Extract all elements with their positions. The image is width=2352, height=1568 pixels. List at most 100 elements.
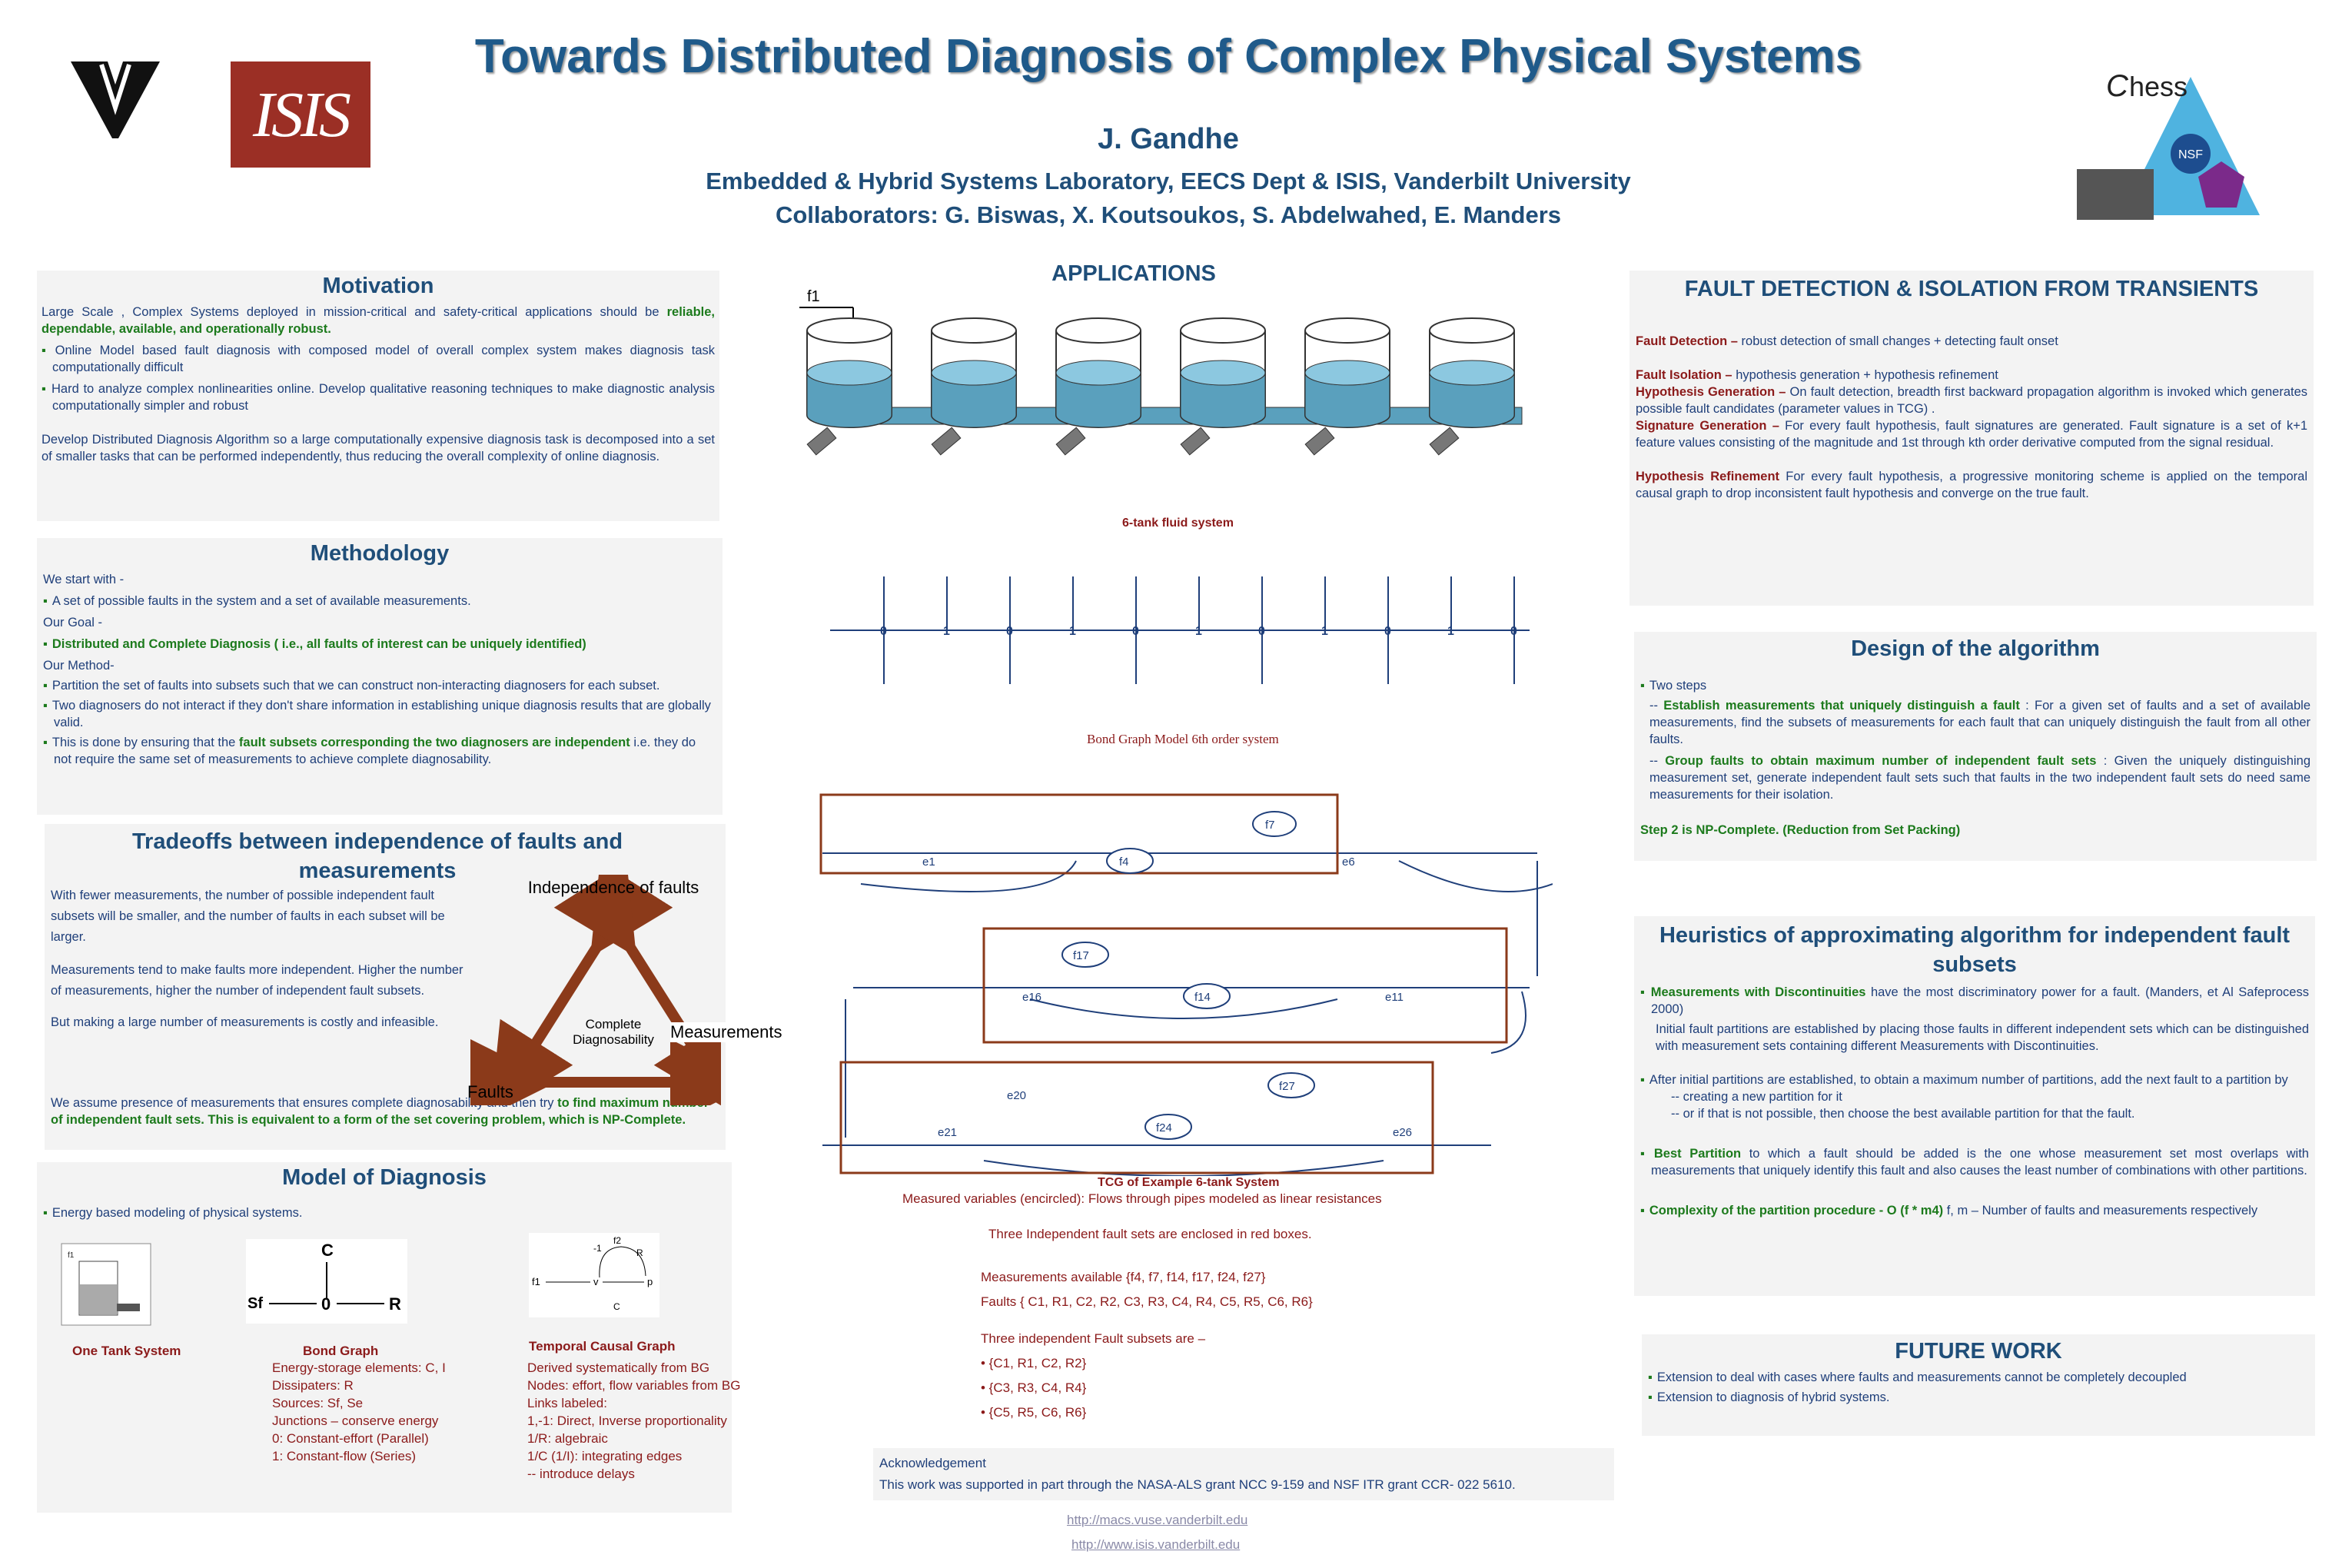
tradeoff-triangle: Independence of faults Faults Complete D… [467,875,721,1105]
svg-text:0: 0 [321,1294,331,1314]
design-bullet-1: Two steps [1640,677,2310,694]
design-step-2: -- Group faults to obtain maximum number… [1649,754,2310,802]
svg-text:p: p [647,1276,653,1287]
svg-text:e1: e1 [922,855,935,869]
motivation-bullet-2: Hard to analyze complex nonlinearities o… [42,380,715,414]
ack-text: This work was supported in part through … [879,1477,1516,1492]
methodology-bullet-4: Two diagnosers do not interact if they d… [43,697,716,731]
tcg-figure: f1 v p f2 -1 R C [529,1233,659,1317]
methodology-bullet-2: Distributed and Complete Diagnosis ( i.e… [43,636,716,653]
methodology-l1: We start with - [43,573,125,586]
svg-text:R: R [389,1294,401,1314]
svg-text:0: 0 [1384,625,1391,638]
motivation-p2: Develop Distributed Diagnosis Algorithm … [42,433,715,463]
model-title: Model of Diagnosis [282,1165,487,1190]
heuristics-b1-detail: Initial fault partitions are established… [1656,1022,2309,1053]
model-bullet-1: Energy based modeling of physical system… [43,1204,726,1221]
six-tank-figure: f1 [799,288,1523,456]
svg-text:0: 0 [1006,625,1013,638]
link-isis[interactable]: http://www.isis.vanderbilt.edu [1071,1537,1241,1552]
subset-2: • {C3, R3, C4, R4} [981,1380,1087,1395]
subset-1: • {C1, R1, C2, R2} [981,1356,1087,1370]
svg-text:f1: f1 [532,1276,540,1287]
motivation-p1: Large Scale , Complex Systems deployed i… [42,305,667,319]
triangle-center-label-2: Diagnosability [573,1032,654,1047]
svg-text:e21: e21 [938,1126,957,1139]
future-title: FUTURE WORK [1895,1339,2062,1364]
methodology-title: Methodology [310,541,450,566]
future-bullet-2: Extension to diagnosis of hybrid systems… [1648,1389,2309,1406]
affiliation: Embedded & Hybrid Systems Laboratory, EE… [706,168,1631,194]
fdi-panel: FAULT DETECTION & ISOLATION FROM TRANSIE… [1629,271,2314,606]
fdi-sig-gen: Signature Generation – For every fault h… [1636,419,2308,450]
svg-text:f4: f4 [1119,855,1129,869]
fdi-hyp-ref: Hypothesis Refinement For every fault hy… [1636,470,2307,500]
tradeoffs-panel: Tradeoffs between independence of faults… [45,824,782,1150]
svg-text:f1: f1 [68,1251,75,1260]
svg-text:e20: e20 [1007,1089,1026,1102]
isis-logo-text: ISIS [253,78,351,151]
fdi-title: FAULT DETECTION & ISOLATION FROM TRANSIE… [1684,277,2259,301]
svg-text:-1: -1 [593,1243,602,1254]
tradeoffs-p1: With fewer measurements, the number of p… [51,889,445,944]
model-panel: Model of Diagnosis Energy based modeling… [37,1162,740,1513]
subset-3: • {C5, R5, C6, R6} [981,1405,1087,1420]
svg-text:f2: f2 [613,1235,621,1246]
heuristics-bullet-1: Measurements with Discontinuities have t… [1640,984,2309,1018]
collaborators: Collaborators: G. Biswas, X. Koutsoukos,… [775,201,1562,228]
triangle-top-label: Independence of faults [528,878,699,897]
heuristics-bullet-4: Complexity of the partition procedure - … [1640,1202,2309,1219]
triangle-left-label: Faults [467,1082,513,1101]
applications-list: Measurements available {f4, f7, f14, f17… [981,1265,1313,1425]
fdi-detection: Fault Detection – robust detection of sm… [1636,334,2058,348]
svg-text:f17: f17 [1073,949,1089,962]
three-subsets: Three independent Fault subsets are – [981,1331,1206,1346]
svg-text:f24: f24 [1156,1121,1172,1134]
vu-logo [69,54,161,146]
faults-list: Faults { C1, R1, C2, R2, C3, R3, C4, R4,… [981,1294,1313,1309]
svg-text:1: 1 [1321,625,1328,638]
page-title: Towards Distributed Diagnosis of Complex… [474,30,1862,83]
fdi-hyp-gen: Hypothesis Generation – On fault detecti… [1636,385,2307,416]
methodology-panel: Methodology We start with - A set of pos… [37,538,723,815]
tradeoffs-p3: But making a large number of measurement… [51,1015,439,1029]
triangle-right-label: Measurements [670,1022,782,1042]
svg-text:e26: e26 [1393,1126,1412,1139]
motivation-bullet-1: Online Model based fault diagnosis with … [42,342,715,376]
fdi-isolation: Fault Isolation – hypothesis generation … [1636,368,1998,382]
svg-text:hess: hess [2129,71,2188,102]
future-panel: FUTURE WORK Extension to deal with cases… [1642,1334,2315,1436]
motivation-p1-em: reliable, dependable, available, and ope… [42,305,715,336]
chess-logo: NSF C hess [2075,61,2260,223]
three-boxes-note: Three Independent fault sets are enclose… [988,1227,1312,1241]
tradeoffs-title: Tradeoffs between independence of faults… [131,829,623,883]
heuristics-bullet-3: Best Partition to which a fault should b… [1640,1145,2309,1179]
methodology-bullet-1: A set of possible faults in the system a… [43,593,716,610]
heuristics-b2-b: -- or if that is not possible, then choo… [1671,1107,2135,1121]
svg-text:R: R [636,1247,643,1258]
svg-text:NSF: NSF [2178,148,2203,161]
tradeoffs-p2: Measurements tend to make faults more in… [51,963,463,998]
triangle-center-label-1: Complete [586,1017,642,1031]
link-macs[interactable]: http://macs.vuse.vanderbilt.edu [1067,1513,1248,1527]
svg-text:Sf: Sf [247,1295,263,1312]
svg-text:0: 0 [880,625,887,638]
svg-text:f1: f1 [807,288,820,305]
methodology-bullet-5: This is done by ensuring that the fault … [43,734,716,768]
svg-text:1: 1 [1195,625,1202,638]
ack-title: Acknowledgement [879,1456,986,1470]
design-step-1: -- Establish measurements that uniquely … [1649,699,2310,746]
svg-text:f14: f14 [1194,991,1211,1004]
svg-text:C: C [613,1301,620,1312]
heuristics-title: Heuristics of approximating algorithm fo… [1659,923,2291,977]
future-bullet-1: Extension to deal with cases where fault… [1648,1369,2309,1386]
heuristics-bullet-2: After initial partitions are established… [1640,1071,2309,1088]
design-title: Design of the algorithm [1851,636,2100,661]
svg-text:e16: e16 [1022,991,1041,1004]
measurements-available: Measurements available {f4, f7, f14, f17… [981,1270,1266,1284]
applications-title: APPLICATIONS [1051,261,1216,286]
svg-text:1: 1 [1069,625,1076,638]
